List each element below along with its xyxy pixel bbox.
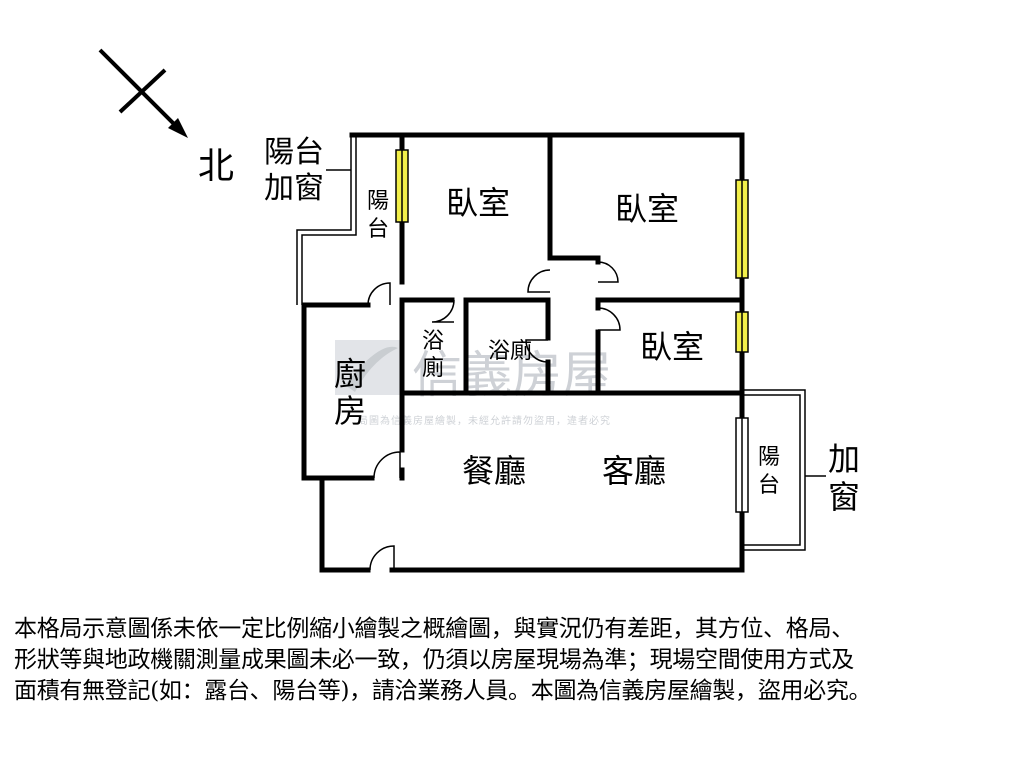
bedroom-3-label: 臥室 bbox=[640, 328, 704, 366]
disclaimer-text: 本格局示意圖係未依一定比例縮小繪製之概繪圖，與實況仍有差距，其方位、格局、 形狀… bbox=[14, 614, 1014, 707]
door-entrance bbox=[369, 545, 395, 571]
bath-1-label-line-1: 浴 bbox=[422, 329, 444, 354]
windows bbox=[395, 149, 749, 513]
door-bedroom-3 bbox=[597, 307, 621, 331]
living-label: 客廳 bbox=[602, 452, 666, 490]
balcony-left-label-line-1: 陽 bbox=[367, 189, 389, 214]
door-bath-1 bbox=[431, 299, 455, 323]
balcony-right-window-label-line-2: 窗 bbox=[828, 478, 860, 516]
balcony-left-window-label-line-2: 加窗 bbox=[264, 171, 324, 206]
kitchen-label-line-1: 廚 bbox=[334, 355, 366, 393]
bedroom-1-label: 臥室 bbox=[446, 184, 510, 222]
disclaimer-line-3: 面積有無登記(如：露台、陽台等)，請洽業務人員。本圖為信義房屋繪製，盜用必究。 bbox=[14, 678, 872, 704]
balcony-right-label-line-2: 台 bbox=[758, 473, 780, 498]
floor-plan: 北 信義房屋 局圖為信義房屋繪製，未經允許請勿盜用，違者必究 bbox=[98, 48, 860, 573]
bath-2-label: 浴廁 bbox=[488, 339, 532, 364]
door-balcony-kitchen bbox=[367, 282, 391, 306]
door-bedroom-1 bbox=[527, 269, 551, 293]
compass-north-label: 北 bbox=[198, 146, 234, 187]
disclaimer-line-1: 本格局示意圖係未依一定比例縮小繪製之概繪圖，與實況仍有差距，其方位、格局、 bbox=[14, 616, 854, 642]
north-compass-icon bbox=[98, 48, 188, 138]
bedroom-2-label: 臥室 bbox=[615, 190, 679, 228]
door-kitchen-dining bbox=[373, 451, 401, 479]
doors bbox=[367, 261, 621, 571]
bath-1-label-line-2: 廁 bbox=[422, 356, 444, 381]
disclaimer-line-2: 形狀等與地政機關測量成果圖未必一致，仍須以房屋現場為準；現場空間使用方式及 bbox=[14, 647, 854, 673]
door-bath-2 bbox=[525, 339, 549, 363]
door-bedroom-2 bbox=[597, 261, 619, 283]
dining-label: 餐廳 bbox=[462, 452, 526, 490]
balcony-outlines bbox=[296, 135, 806, 551]
kitchen-label-line-2: 房 bbox=[334, 392, 366, 430]
watermark: 信義房屋 局圖為信義房屋繪製，未經允許請勿盜用，違者必究 bbox=[335, 340, 612, 427]
balcony-right-label-line-1: 陽 bbox=[758, 445, 780, 470]
balcony-right-window-label-line-1: 加 bbox=[828, 440, 860, 478]
balcony-left-window-label-line-1: 陽台 bbox=[264, 135, 324, 170]
watermark-logo-icon bbox=[335, 340, 400, 395]
watermark-notice: 局圖為信義房屋繪製，未經允許請勿盜用，違者必究 bbox=[358, 414, 611, 427]
balcony-left-label-line-2: 台 bbox=[367, 217, 389, 242]
